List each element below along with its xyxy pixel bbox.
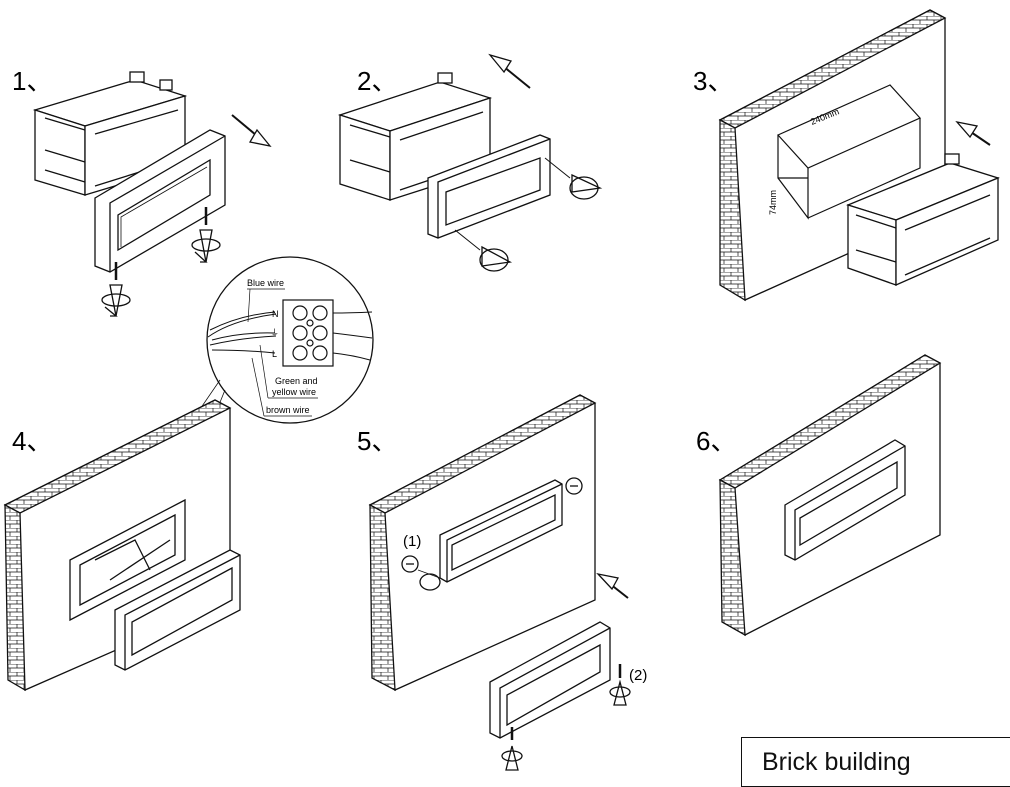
height-dimension: 74mm bbox=[768, 190, 778, 215]
step-5: 5、 (1) bbox=[357, 394, 647, 771]
caption-box: Brick building bbox=[741, 737, 1010, 787]
step-3: 3、 240mm 74mm bbox=[693, 9, 1000, 302]
housing-box-3 bbox=[846, 153, 1000, 286]
blue-wire-label: Blue wire bbox=[247, 278, 284, 288]
screw-icon bbox=[191, 207, 221, 263]
cover-plate-5 bbox=[489, 621, 611, 739]
step-4-label: 4、 bbox=[12, 426, 52, 456]
step-3-label: 3、 bbox=[693, 66, 733, 96]
step-2-label: 2、 bbox=[357, 66, 397, 96]
step-6-label: 6、 bbox=[696, 426, 736, 456]
step-1: 1、 bbox=[12, 66, 272, 317]
brown-wire-label: brown wire bbox=[266, 405, 310, 415]
terminal-block bbox=[282, 299, 334, 367]
arrow-icon bbox=[231, 114, 272, 147]
step-5-label: 5、 bbox=[357, 426, 397, 456]
mounted-housing-4 bbox=[69, 498, 186, 622]
ground-symbol: ⏚ bbox=[270, 328, 279, 338]
step-5-mark-1: (1) bbox=[403, 533, 421, 550]
arrow-icon bbox=[488, 53, 531, 89]
step-2: 2、 bbox=[337, 53, 603, 272]
green-yellow-label-1: Green and bbox=[275, 376, 318, 386]
wiring-callout: ⏚ N L Blue wire Green and yellow wire br… bbox=[99, 256, 374, 556]
inner-frame-4 bbox=[114, 549, 241, 671]
arrow-icon bbox=[955, 120, 991, 146]
step-4: 4、 bbox=[3, 399, 241, 692]
housing-box-2 bbox=[337, 72, 493, 201]
screw-icon bbox=[609, 664, 631, 706]
mounted-frame-5 bbox=[439, 479, 563, 583]
green-yellow-label-2: yellow wire bbox=[272, 387, 316, 397]
step-1-label: 1、 bbox=[12, 66, 52, 96]
terminal-l-label: L bbox=[272, 349, 277, 359]
screw-icon bbox=[401, 555, 441, 591]
wall-cutout bbox=[776, 84, 922, 220]
arrow-icon bbox=[596, 572, 629, 599]
terminal-n-label: N bbox=[272, 309, 279, 319]
wires bbox=[207, 311, 373, 361]
caption-text: Brick building bbox=[762, 748, 911, 776]
screw-icon bbox=[501, 727, 523, 771]
installed-light-6 bbox=[784, 439, 906, 561]
screw-icon bbox=[544, 157, 603, 200]
inner-frame-2 bbox=[427, 134, 551, 239]
step-6: 6、 bbox=[696, 354, 942, 637]
screw-icon bbox=[101, 262, 131, 317]
screw-icon bbox=[565, 477, 583, 495]
step-5-mark-2: (2) bbox=[629, 667, 647, 684]
screw-icon bbox=[454, 229, 513, 272]
cover-plate-1 bbox=[94, 129, 226, 273]
